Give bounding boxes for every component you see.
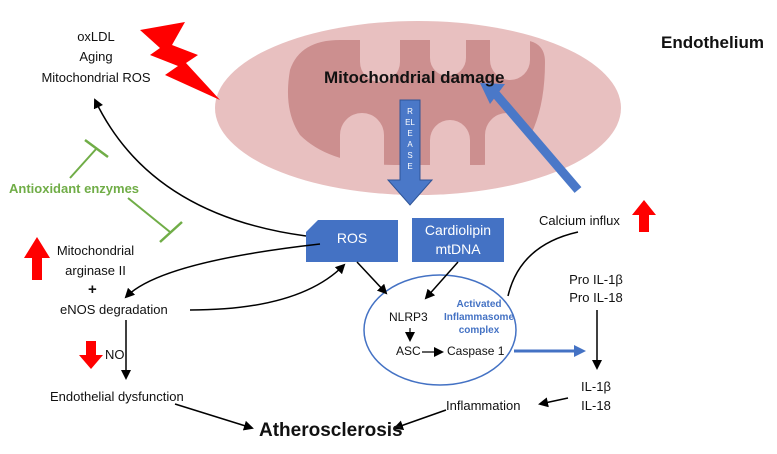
ros-to-nlrp3-arrow — [356, 261, 388, 295]
il18-label: IL-18 — [581, 398, 611, 413]
atherosclerosis-label: Atherosclerosis — [259, 420, 403, 441]
ros-label: ROS — [336, 230, 368, 246]
il-to-inflammation-arrow — [538, 397, 569, 408]
no-label: NO — [105, 347, 125, 362]
endo-to-athero-arrow — [174, 403, 254, 431]
ros-to-enos-arrow — [124, 243, 321, 299]
arginase-line2: arginase II — [65, 263, 126, 278]
arginase-up-arrow-icon — [24, 237, 50, 280]
inflammation-to-athero-arrow — [393, 409, 447, 431]
inhibit-bar-lower — [159, 221, 183, 243]
plus-sign: + — [88, 281, 97, 298]
inflammasome-title-3: complex — [458, 325, 500, 336]
no-down-arrow-icon — [79, 341, 103, 369]
stressor-mito-ros: Mitochondrial ROS — [41, 70, 151, 85]
enos-to-ros-arrow — [189, 263, 346, 311]
ros-box — [306, 220, 398, 262]
crista-4 — [360, 40, 400, 82]
inflammasome-ellipse — [363, 274, 517, 386]
ros-to-stressors-arrow — [93, 98, 307, 237]
inflammasome-title-2: Inflammasome — [443, 312, 515, 323]
nlrp3-label: NLRP3 — [389, 310, 428, 324]
mitochondrial-damage-label: Mitochondrial damage — [324, 68, 505, 87]
inhibit-line-lower — [127, 197, 171, 233]
endothelial-dysfunction-label: Endothelial dysfunction — [50, 389, 184, 404]
inflammasome-to-calcium-arrow — [507, 231, 579, 297]
inhibit-bar-upper — [84, 138, 109, 159]
arginase-line1: Mitochondrial — [56, 243, 135, 258]
cardiolipin-box — [412, 218, 504, 262]
antioxidant-enzymes-label: Antioxidant enzymes — [9, 181, 140, 196]
cardiolipin-label: Cardiolipin — [424, 222, 492, 238]
lightning-bolt-icon — [140, 22, 220, 100]
calcium-influx-label: Calcium influx — [539, 213, 620, 228]
calcium-to-mito-arrow — [490, 89, 582, 193]
endothelium-title: Endothelium — [661, 33, 764, 52]
stressor-oxldl: oxLDL — [77, 29, 115, 44]
asc-label: ASC — [396, 344, 421, 358]
caspase-1-label: Caspase 1 — [447, 344, 505, 358]
release-arrow — [386, 99, 434, 206]
cardiolipin-to-nlrp3-arrow — [424, 261, 459, 300]
enos-degradation-label: eNOS degradation — [60, 302, 168, 317]
calcium-to-mito-arrowhead — [480, 83, 505, 104]
crista-5 — [430, 40, 466, 76]
pro-il1b-label: Pro IL-1β — [569, 272, 623, 287]
stressor-aging: Aging — [79, 49, 113, 64]
release-label: RELEASE — [405, 107, 415, 171]
inflammation-label: Inflammation — [446, 398, 521, 413]
inflammasome-title-1: Activated — [456, 299, 502, 310]
il1b-label: IL-1β — [581, 379, 611, 394]
mtdna-label: mtDNA — [435, 241, 481, 257]
crista-2 — [430, 120, 470, 165]
calcium-up-arrow-icon — [632, 200, 656, 232]
crista-1 — [340, 113, 384, 165]
inhibit-line-upper — [69, 147, 98, 179]
crista-6 — [490, 40, 530, 80]
ros-box-corner — [306, 220, 318, 232]
pro-il18-label: Pro IL-18 — [569, 290, 623, 305]
